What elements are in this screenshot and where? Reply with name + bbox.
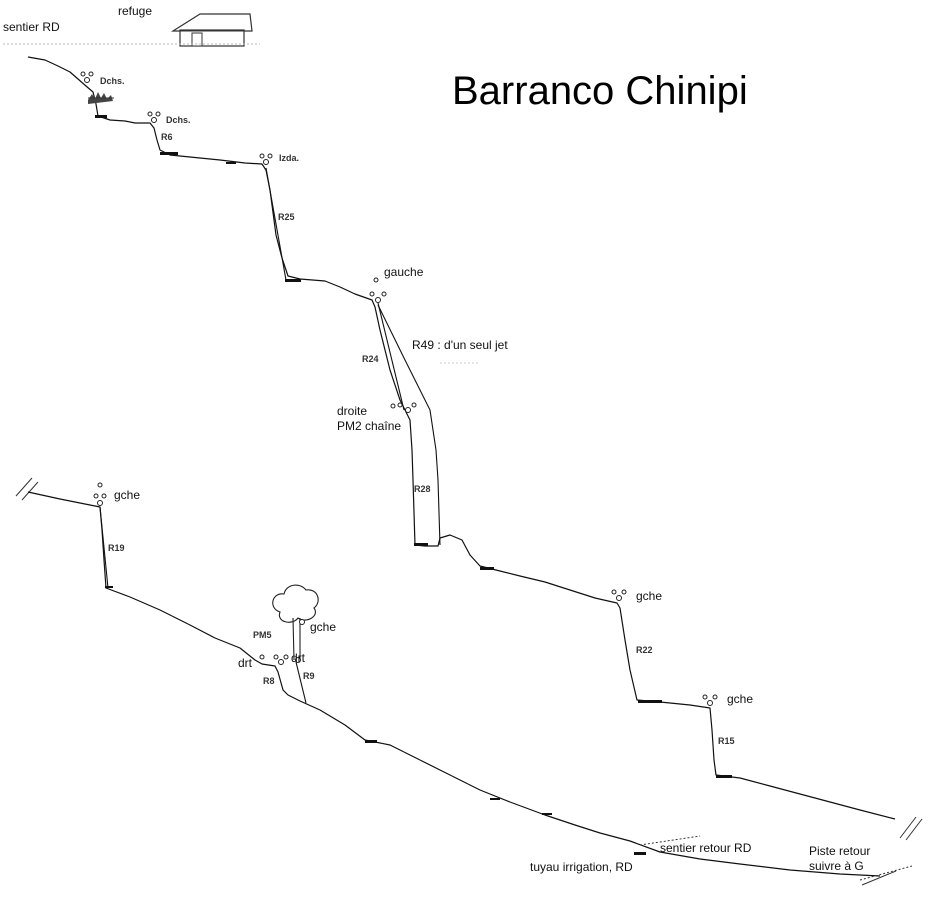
tree-icon — [272, 584, 319, 661]
anchor-icon — [299, 619, 305, 625]
break-mark — [899, 816, 923, 841]
tuyau-label: tuyau irrigation, RD — [530, 860, 633, 874]
drt-label-1: drt — [238, 656, 253, 670]
gche-r15-label: gche — [727, 692, 753, 706]
r6-label: R6 — [161, 132, 173, 142]
izda-label: Izda. — [279, 153, 299, 163]
upper-ground-line — [27, 56, 896, 820]
r28-label: R28 — [414, 484, 431, 494]
dchs-label-2: Dchs. — [166, 115, 191, 125]
sentier-rd-label: sentier RD — [3, 20, 60, 34]
diagram-title: Barranco Chinipi — [452, 69, 748, 113]
lower-ground-line — [27, 491, 881, 877]
r15-label: R15 — [718, 736, 735, 746]
break-mark — [15, 477, 39, 501]
droite-label: droite — [337, 404, 367, 418]
r25-label: R25 — [278, 212, 295, 222]
anchor-icon — [273, 654, 289, 665]
piste-retour-label: Piste retour — [809, 844, 870, 858]
r24-label: R24 — [362, 354, 379, 364]
pm2-label: PM2 chaîne — [337, 419, 401, 433]
r9-label: R9 — [303, 671, 315, 681]
r22-label: R22 — [636, 645, 653, 655]
anchor-icon — [702, 694, 718, 706]
r8-label: R8 — [263, 676, 275, 686]
bush-icon — [88, 92, 114, 104]
gche-tree-label: gche — [310, 620, 336, 634]
gche-r19-label: gche — [114, 488, 140, 502]
anchor-icon — [259, 654, 301, 663]
anchor-icon — [390, 402, 417, 413]
anchor-icon — [147, 111, 161, 123]
anchor-icon — [93, 482, 107, 506]
r49-rappel-line — [377, 304, 441, 546]
anchor-icon — [80, 71, 94, 83]
drt-label-2: drt — [291, 651, 306, 665]
anchor-icon — [259, 153, 273, 165]
r49-label: R49 : d'un seul jet — [412, 338, 508, 352]
gche-r22-label: gche — [636, 589, 662, 603]
r19-label: R19 — [108, 543, 125, 553]
anchor-icon — [369, 277, 387, 303]
sentier-retour-label: sentier retour RD — [660, 841, 752, 855]
pm5-label: PM5 — [253, 630, 272, 640]
house-icon — [170, 13, 253, 47]
suivre-label: suivre à G — [809, 859, 864, 873]
anchor-icon — [611, 589, 627, 601]
refuge-label: refuge — [118, 4, 152, 18]
gauche-label: gauche — [384, 265, 424, 279]
dchs-label-1: Dchs. — [100, 76, 125, 86]
